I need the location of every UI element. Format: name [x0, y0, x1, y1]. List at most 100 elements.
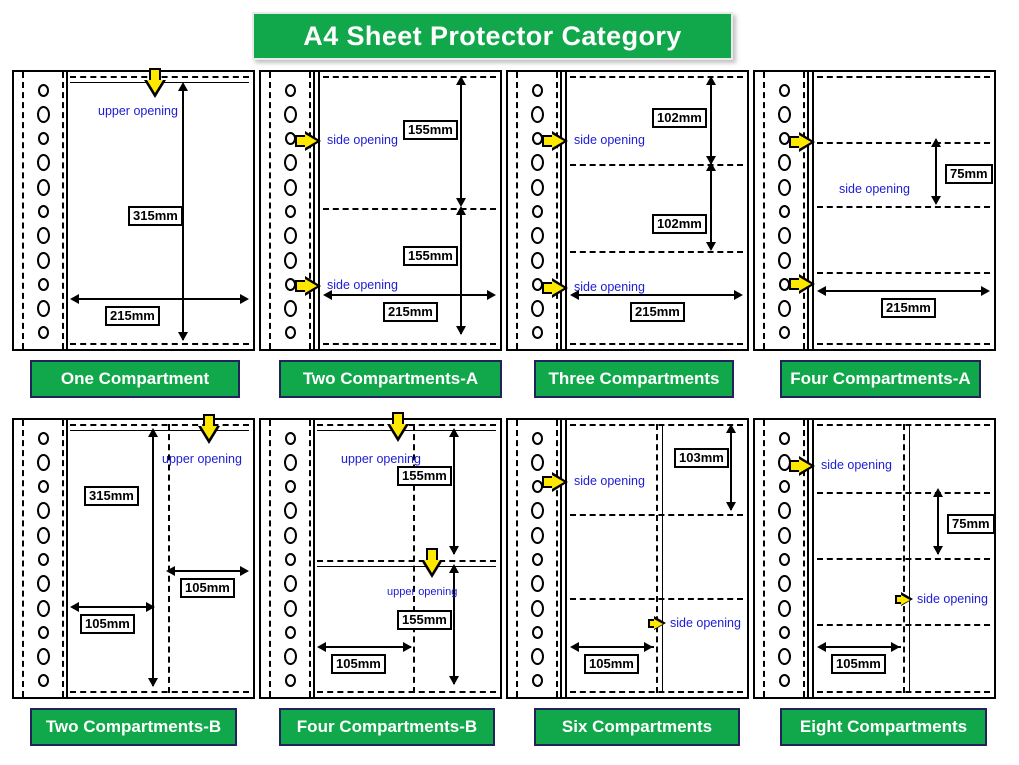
- caption-eight-compartments: Eight Compartments: [780, 708, 987, 746]
- compartment-divider-vertical-thin: [909, 424, 910, 693]
- caption-text: Eight Compartments: [799, 717, 968, 736]
- binding-strip-right-edge: [556, 72, 558, 349]
- caption-six-compartments: Six Compartments: [534, 708, 740, 746]
- side-opening-arrow-top: [542, 131, 568, 151]
- upper-opening-arrow-top: [387, 412, 409, 442]
- caption-three-compartments: Three Compartments: [534, 360, 734, 398]
- binding-holes: [279, 80, 301, 343]
- height-measure-bottom: [453, 570, 455, 684]
- sheet-body: 75mm 105mm side opening side opening: [789, 424, 995, 693]
- page-title: A4 Sheet Protector Category: [303, 20, 682, 51]
- binding-strip-right-edge: [309, 72, 311, 349]
- width-measure-line: [321, 646, 411, 648]
- compartment-divider-horizontal: [317, 560, 496, 562]
- compartment-divider-vertical: [903, 424, 905, 693]
- dimension-height-top: 102mm: [652, 108, 707, 128]
- diagram-panel-two-compartments-a: 155mm 155mm 215mm side opening side open…: [259, 70, 502, 351]
- height-measure-cell: [935, 146, 937, 202]
- compartment-divider-vertical: [413, 424, 415, 693]
- side-opening-arrow-top: [789, 132, 815, 152]
- side-opening-arrow-bottom: [295, 276, 321, 296]
- upper-opening-label: upper opening: [98, 104, 178, 118]
- side-opening-label-top: side opening: [327, 133, 398, 147]
- binding-holes: [279, 428, 301, 691]
- binding-strip-right-edge: [803, 72, 805, 349]
- caption-text: One Compartment: [60, 369, 210, 388]
- dimension-width-right: 105mm: [180, 578, 235, 598]
- binding-strip-left-edge: [516, 72, 518, 349]
- sheet-edge-line: [807, 420, 809, 697]
- sheet-edge-line: [66, 72, 68, 349]
- dimension-height: 315mm: [128, 206, 183, 226]
- side-opening-label: side opening: [839, 182, 910, 196]
- binding-holes: [526, 428, 548, 691]
- diagram-panel-two-compartments-b: 315mm 105mm 105mm upper opening: [12, 414, 255, 699]
- caption-two-compartments-b: Two Compartments-B: [30, 708, 237, 746]
- sheet-body: 315mm 105mm 105mm upper opening: [70, 414, 249, 693]
- caption-two-compartments-a: Two Compartments-A: [279, 360, 502, 398]
- height-measure-top: [453, 436, 455, 554]
- dimension-cell-height: 103mm: [674, 448, 729, 468]
- sheet-edge-line-2: [565, 420, 567, 697]
- dimension-height-top: 155mm: [403, 120, 458, 140]
- compartment-divider-1: [570, 164, 743, 166]
- width-measure-line: [821, 290, 988, 292]
- dimension-height: 315mm: [84, 486, 139, 506]
- caption-one-compartment: One Compartment: [30, 360, 240, 398]
- sheet-edge-line-2: [812, 420, 814, 697]
- side-opening-arrow-left: [789, 456, 815, 476]
- sheet-edge-line: [313, 420, 315, 697]
- binding-strip-left-edge: [22, 72, 24, 349]
- sheet-edge-line: [560, 72, 562, 349]
- sheet-edge-line: [807, 72, 809, 349]
- divider-thin-line: [317, 566, 496, 567]
- sheet-body: 103mm 105mm side opening side opening: [542, 424, 743, 693]
- side-opening-label-right: side opening: [917, 592, 988, 606]
- diagram-panel-one-compartment: 315mm 215mm upper opening: [12, 68, 255, 351]
- binding-strip-left-edge: [763, 420, 765, 697]
- diagram-panel-six-compartments: 103mm 105mm side opening side opening: [506, 418, 749, 699]
- sheet-edge-line: [66, 420, 68, 697]
- diagram-panel-eight-compartments: 75mm 105mm side opening side opening: [753, 418, 996, 699]
- height-measure-top: [460, 84, 462, 204]
- binding-strip-right-edge: [803, 420, 805, 697]
- sheet-edge-line: [560, 420, 562, 697]
- upper-opening-label: upper opening: [162, 452, 242, 466]
- sheet-edge-line-2: [812, 72, 814, 349]
- compartment-divider-vertical: [168, 424, 170, 693]
- binding-holes: [526, 80, 548, 343]
- compartment-divider-2: [570, 251, 743, 253]
- height-measure-mid: [710, 168, 712, 248]
- sheet-body: 315mm 215mm upper opening: [70, 68, 249, 345]
- upper-opening-label-bottom: upper opening: [387, 586, 458, 598]
- dimension-width: 215mm: [881, 298, 936, 318]
- dimension-cell-width: 105mm: [331, 654, 386, 674]
- caption-four-compartments-b: Four Compartments-B: [279, 708, 495, 746]
- width-measure-line: [327, 294, 494, 296]
- binding-strip-left-edge: [269, 72, 271, 349]
- compartment-divider-vertical-thin: [662, 424, 663, 693]
- side-opening-arrow-top: [295, 131, 321, 151]
- sheet-body: 102mm 102mm 215mm side opening side open…: [542, 76, 743, 345]
- side-opening-label-left: side opening: [574, 474, 645, 488]
- binding-holes: [32, 428, 54, 691]
- dimension-cell-height: 75mm: [947, 514, 995, 534]
- caption-four-compartments-a: Four Compartments-A: [780, 360, 981, 398]
- compartment-divider-2: [817, 206, 990, 208]
- binding-holes: [773, 428, 795, 691]
- dimension-width: 215mm: [630, 302, 685, 322]
- dimension-cell-height: 75mm: [945, 164, 993, 184]
- binding-strip-left-edge: [516, 420, 518, 697]
- caption-text: Four Compartments-B: [296, 717, 478, 736]
- dimension-cell-width: 105mm: [831, 654, 886, 674]
- binding-strip-right-edge: [556, 420, 558, 697]
- sheet-edge-line-2: [318, 72, 320, 349]
- compartment-divider-vertical: [656, 424, 658, 693]
- width-measure-line: [821, 646, 901, 648]
- sheet-edge-line: [313, 72, 315, 349]
- dimension-height-bottom: 155mm: [403, 246, 458, 266]
- height-measure-bottom: [460, 212, 462, 334]
- dimension-width-left: 105mm: [80, 614, 135, 634]
- caption-text: Six Compartments: [561, 717, 713, 736]
- sheet-body: 155mm 155mm 215mm side opening side open…: [295, 76, 496, 345]
